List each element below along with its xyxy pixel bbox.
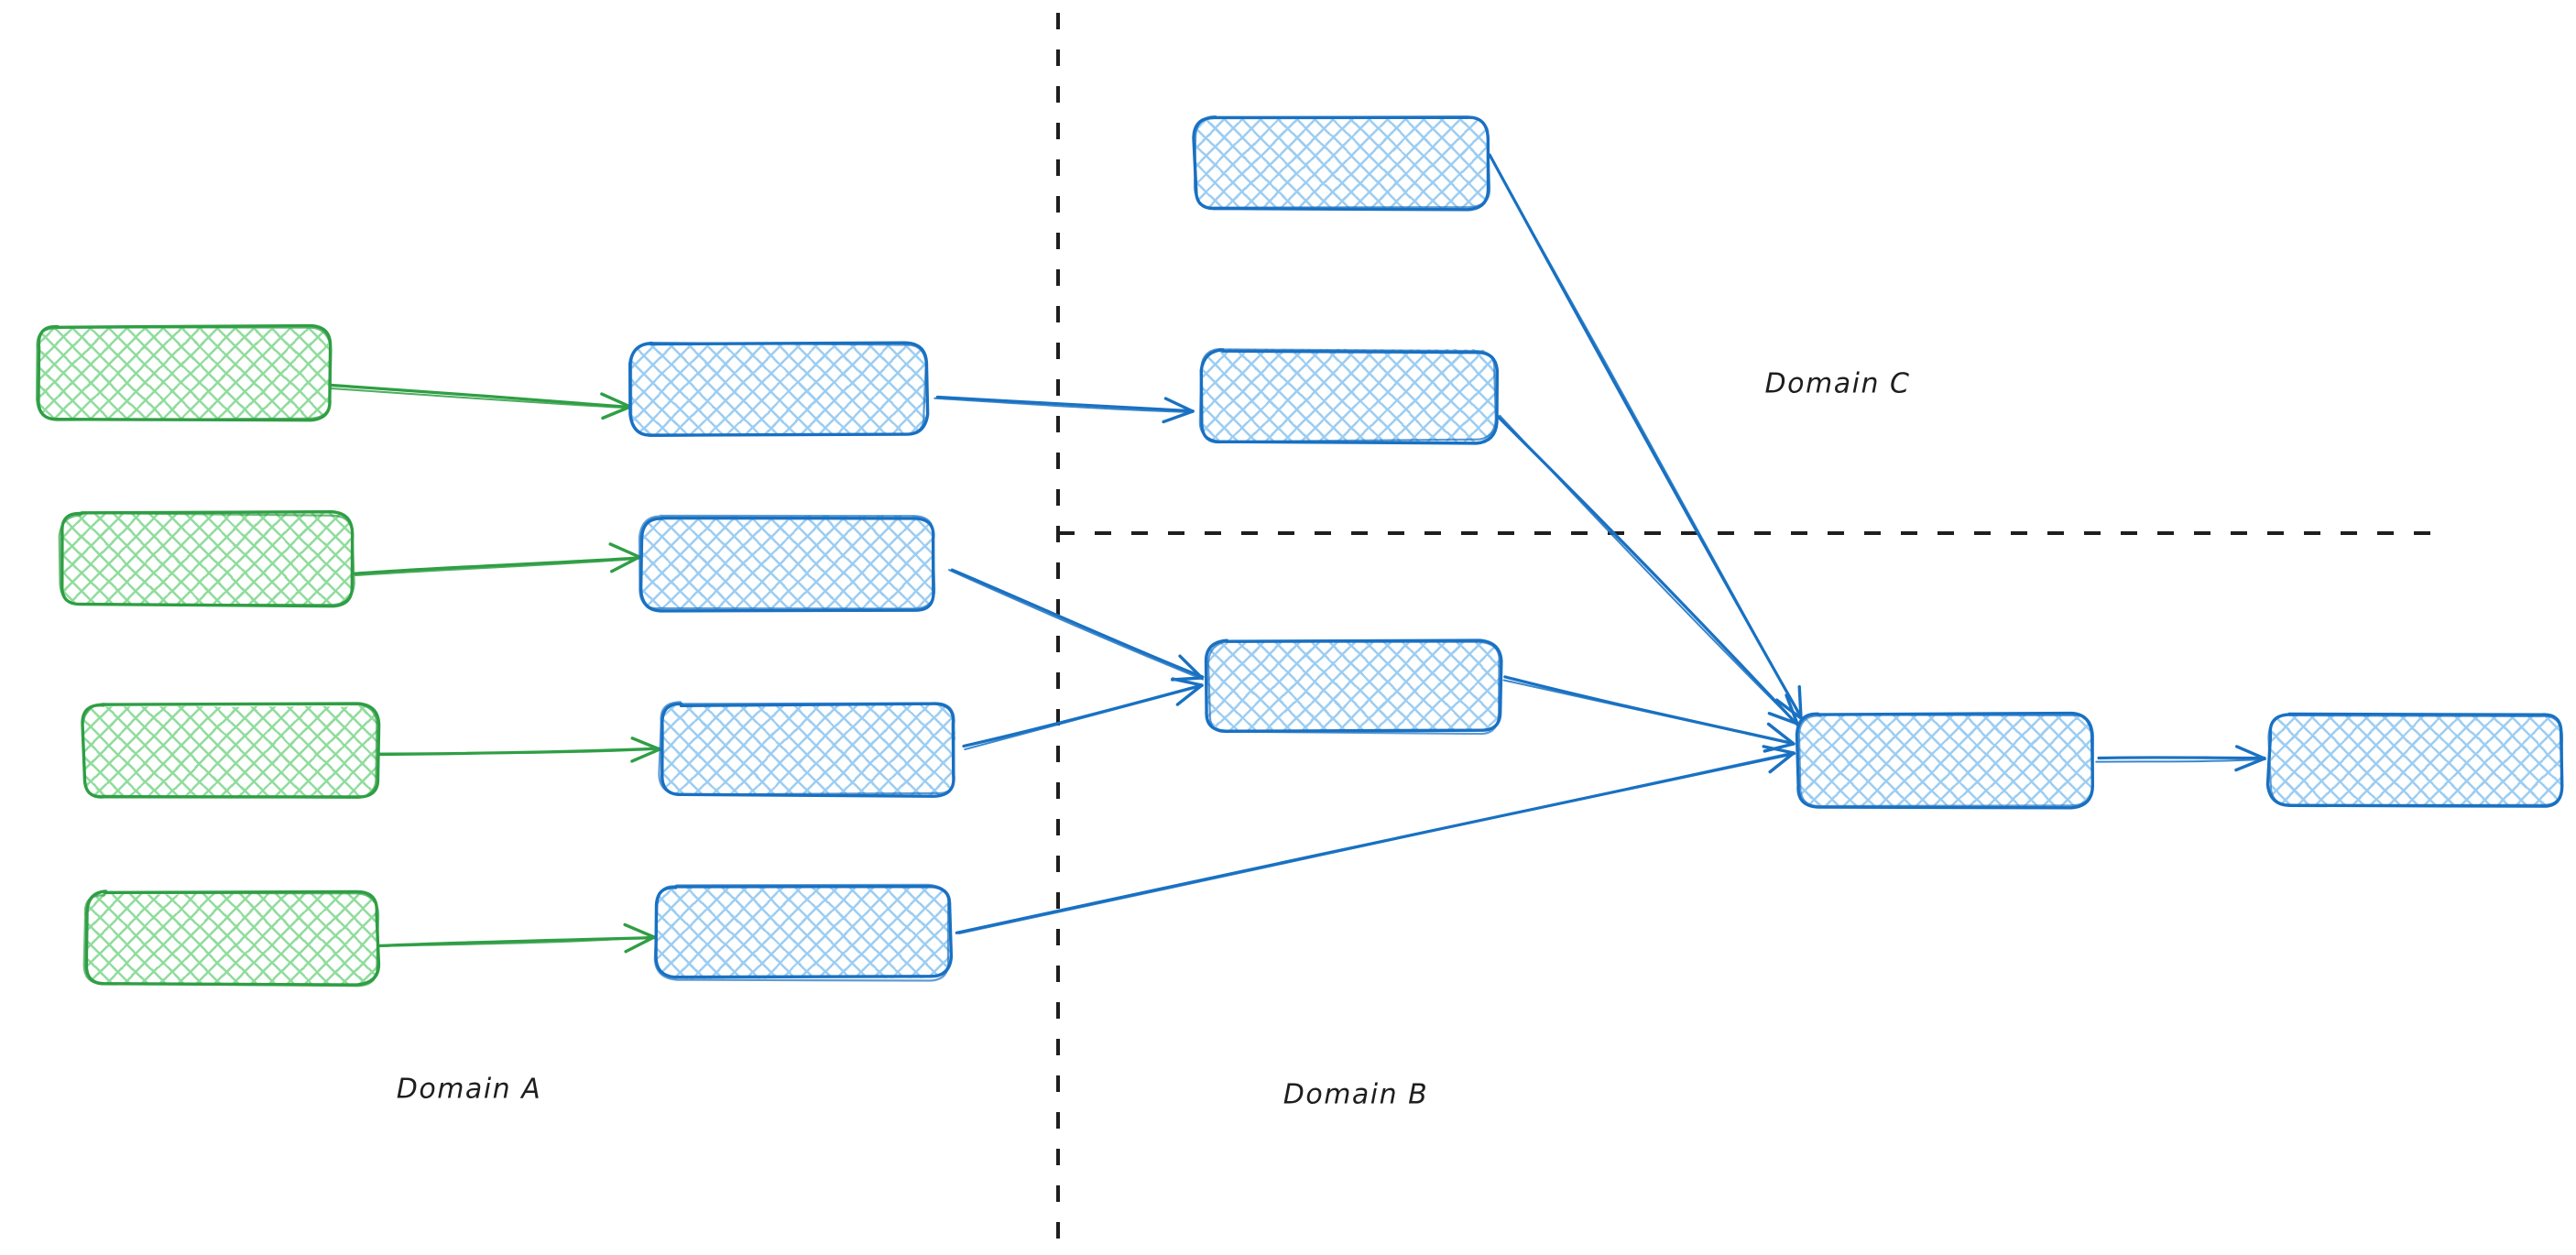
node-a3[interactable] [81,702,381,800]
label-domain-c: Domain C [1765,368,1911,400]
edge-m2-to-b3 [948,568,1205,682]
node-m2[interactable] [638,514,936,613]
edges-layer [326,153,2266,954]
edge-a4-to-m4 [377,922,657,954]
node-b3[interactable] [1204,638,1503,736]
node-fill [631,342,927,436]
node-outline [1193,115,1491,209]
nodes-layer [35,115,2564,988]
edge-b3-to-c1 [1502,675,1796,753]
node-outline [58,511,355,606]
node-fill [1798,715,2094,807]
edge-m3-to-b3 [962,677,1204,751]
node-fill [661,704,955,796]
node-fill [60,512,355,606]
node-outline [35,326,333,421]
node-c2[interactable] [2265,712,2564,808]
node-outline [1206,639,1501,736]
node-fill [84,892,378,985]
node-outline [658,701,955,796]
domain-dividers [1056,13,2444,1242]
node-c1[interactable] [1795,711,2095,810]
edge-m4-to-c1 [955,745,1796,934]
node-b2[interactable] [1198,347,1500,445]
edge-b2-to-c1 [1495,414,1799,726]
node-a2[interactable] [58,509,355,608]
edge-a3-to-m3 [377,737,661,763]
node-outline [82,703,378,800]
label-domain-a: Domain A [397,1074,541,1106]
node-outline [629,342,927,437]
node-fill [36,326,331,420]
node-fill [83,704,379,797]
node-outline [660,702,955,798]
node-fill [2270,714,2563,806]
node-m3[interactable] [658,701,955,798]
node-outline [638,514,936,610]
node-outline [1797,714,2094,808]
edge-c1-to-c2 [2095,745,2266,772]
node-outline [1795,711,2095,810]
node-a4[interactable] [82,889,381,988]
node-outline [1198,347,1497,443]
node-outline [82,891,380,988]
node-fill [656,886,950,979]
node-fill [1195,117,1490,210]
label-domain-b: Domain B [1283,1079,1429,1111]
edge-a2-to-m2 [353,542,642,577]
domain-labels-layer: Domain A Domain B Domain C [397,368,1911,1111]
node-outline [1204,638,1503,733]
node-fill [1206,640,1501,733]
node-m4[interactable] [653,883,954,982]
node-fill [642,516,935,610]
edge-m1-to-b2 [933,395,1195,424]
node-outline [2267,713,2564,807]
node-m1[interactable] [628,341,930,437]
node-outline [653,883,950,982]
node-b1[interactable] [1192,115,1491,212]
edge-a1-to-m1 [326,383,632,420]
edge-b1-to-c1 [1488,153,1804,721]
node-a1[interactable] [35,323,333,422]
node-fill [1201,348,1497,442]
